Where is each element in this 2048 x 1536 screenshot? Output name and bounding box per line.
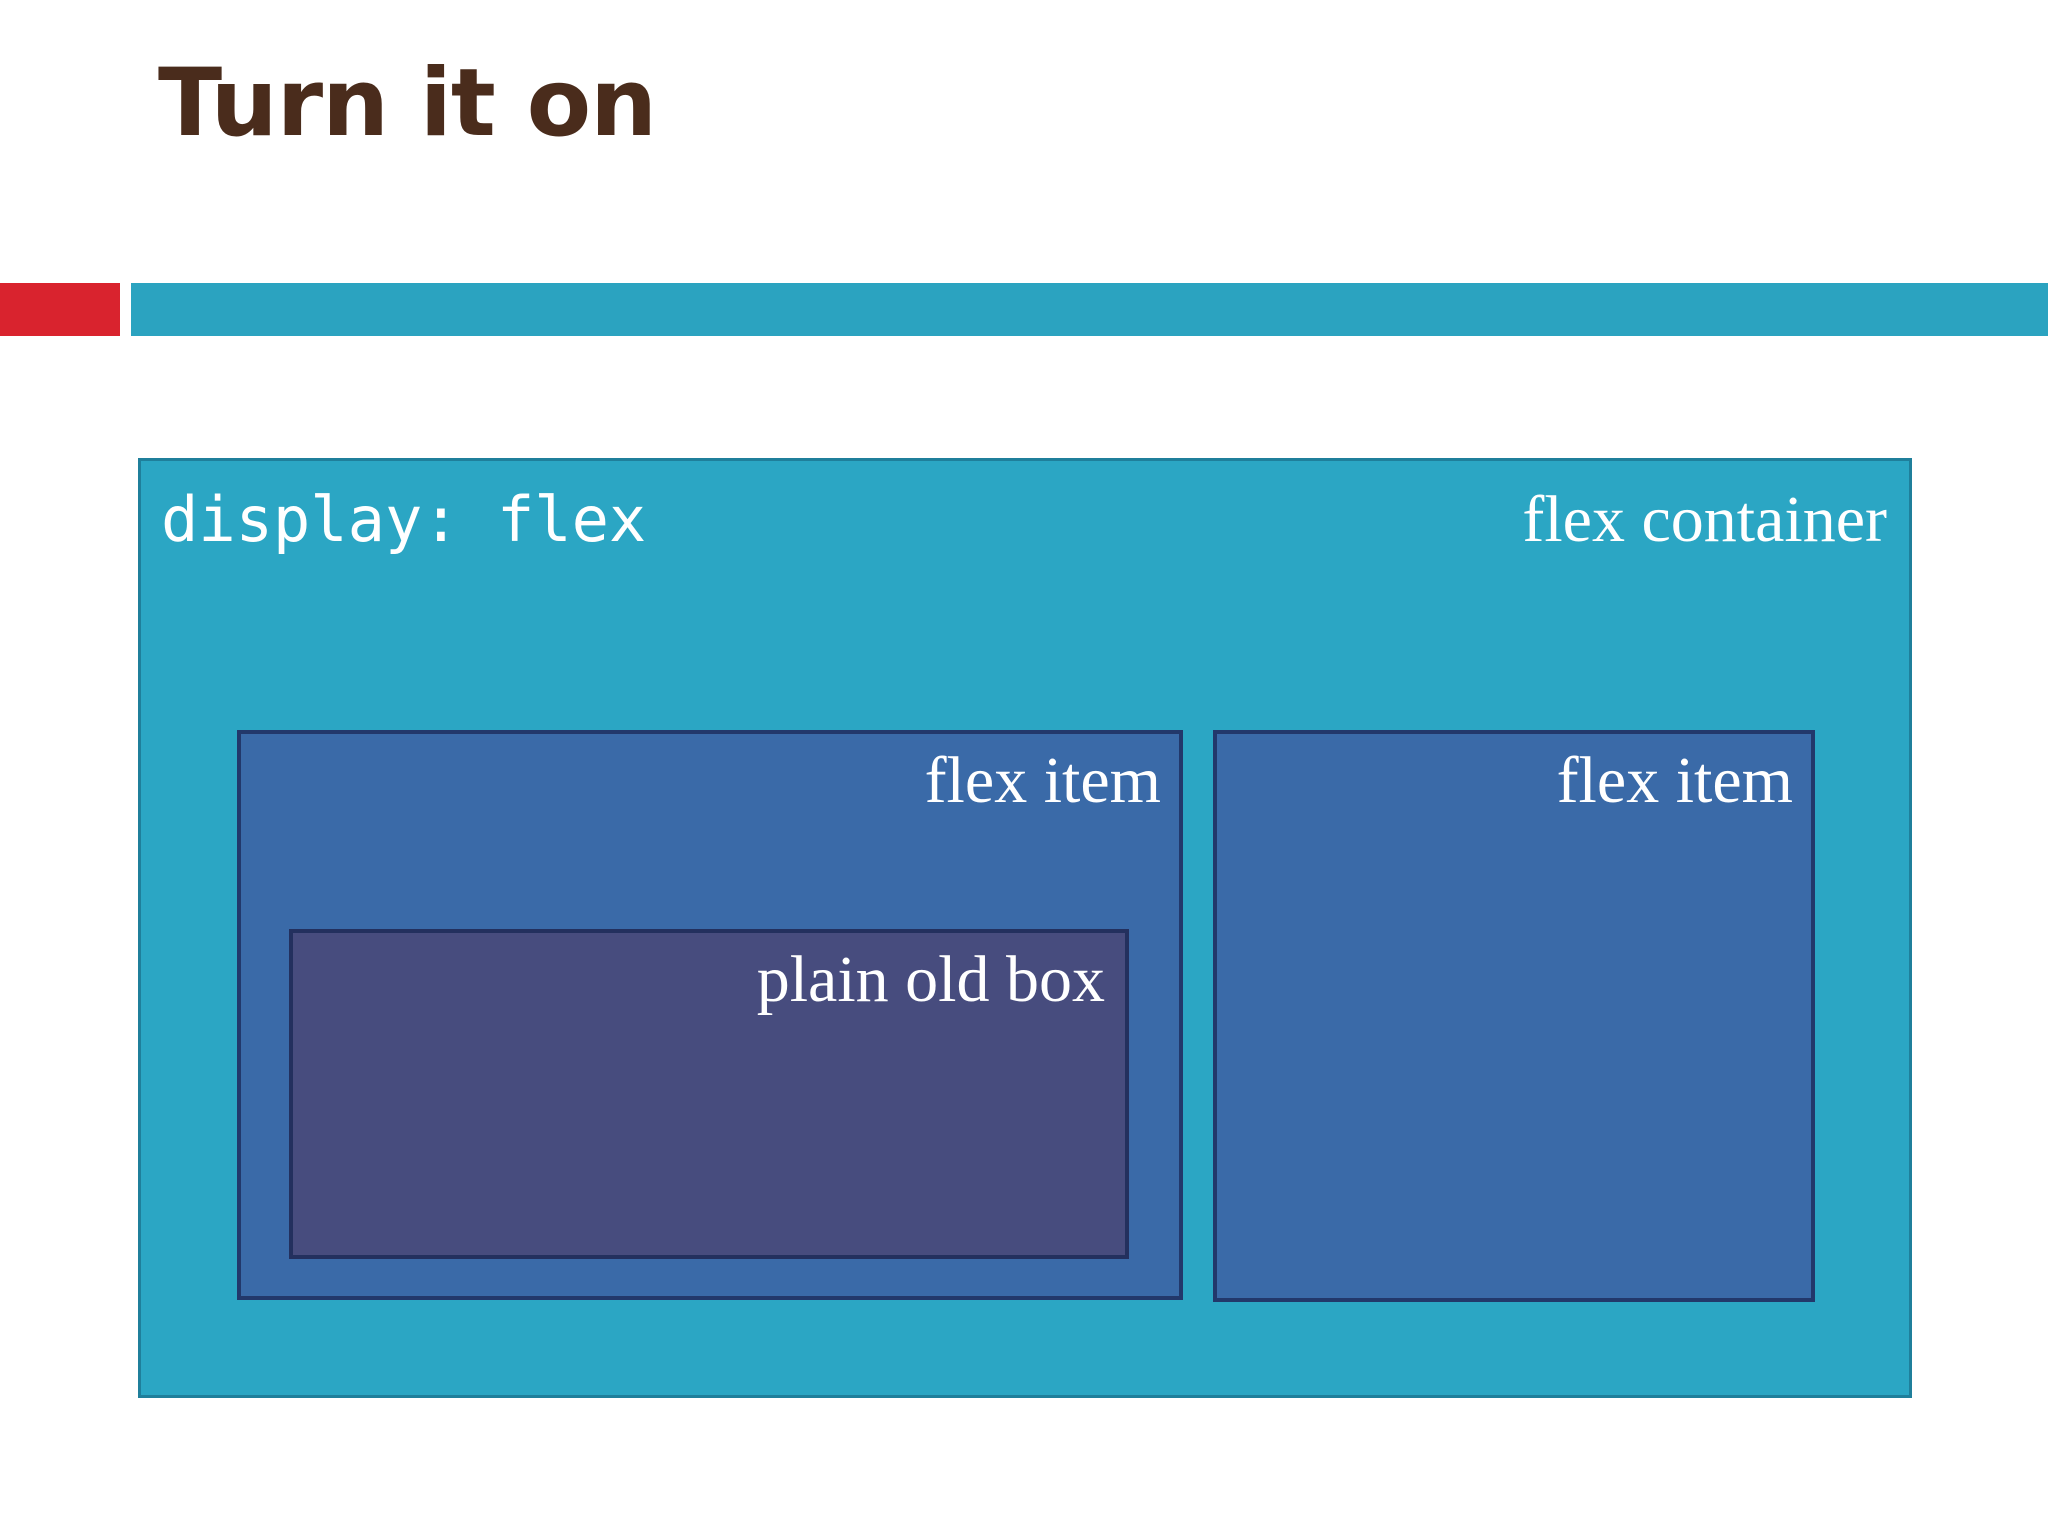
plain-old-box-label: plain old box bbox=[756, 943, 1105, 1016]
flex-container-header: display: flex flex container bbox=[141, 461, 1909, 591]
header-accent-block bbox=[0, 283, 120, 336]
flex-item-label: flex item bbox=[924, 744, 1161, 817]
header-accent-bar bbox=[131, 283, 2048, 336]
page-title: Turn it on bbox=[158, 49, 657, 158]
flex-container-declaration: display: flex bbox=[161, 483, 647, 556]
flex-container-label: flex container bbox=[1522, 483, 1887, 556]
flex-item-label: flex item bbox=[1556, 744, 1793, 817]
flex-item-box: flex item bbox=[1213, 730, 1815, 1302]
plain-old-box: plain old box bbox=[289, 929, 1129, 1259]
header-divider bbox=[0, 283, 2048, 336]
flex-items-row: flex item plain old box flex item bbox=[237, 730, 1815, 1302]
flex-item-box: flex item plain old box bbox=[237, 730, 1183, 1300]
flex-container-box: display: flex flex container flex item p… bbox=[138, 458, 1912, 1398]
